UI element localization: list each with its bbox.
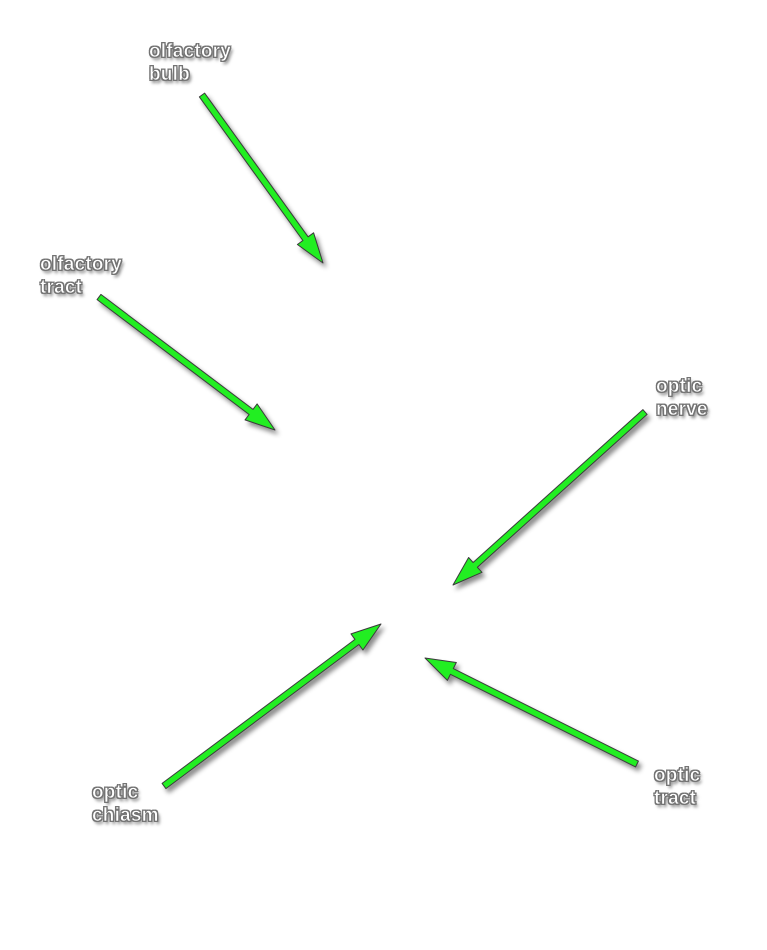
label-olfactory-tract: olfactory tract: [40, 253, 122, 299]
label-optic-nerve: optic nerve: [656, 375, 708, 421]
label-optic-nerve-line1: optic: [656, 376, 703, 398]
arrow-olfactory-bulb: [198, 92, 324, 264]
arrow-optic-tract: [424, 657, 639, 768]
label-optic-tract-line2: tract: [654, 788, 697, 810]
arrow-optic-nerve: [452, 409, 648, 586]
label-olfactory-bulb-line2: bulb: [149, 64, 190, 86]
label-olfactory-tract-line1: olfactory: [40, 254, 123, 276]
label-optic-chiasm-line1: optic: [92, 782, 139, 804]
label-olfactory-tract-line2: tract: [40, 277, 83, 299]
label-optic-nerve-line2: nerve: [656, 399, 708, 421]
arrow-optic-chiasm: [161, 623, 382, 790]
label-optic-tract: optic tract: [654, 764, 701, 810]
label-optic-tract-line1: optic: [654, 765, 701, 787]
arrow-olfactory-tract: [96, 293, 276, 431]
label-olfactory-bulb-line1: olfactory: [149, 41, 232, 63]
label-optic-chiasm: optic chiasm: [92, 781, 159, 827]
label-optic-chiasm-line2: chiasm: [92, 805, 159, 827]
label-olfactory-bulb: olfactory bulb: [149, 40, 231, 86]
